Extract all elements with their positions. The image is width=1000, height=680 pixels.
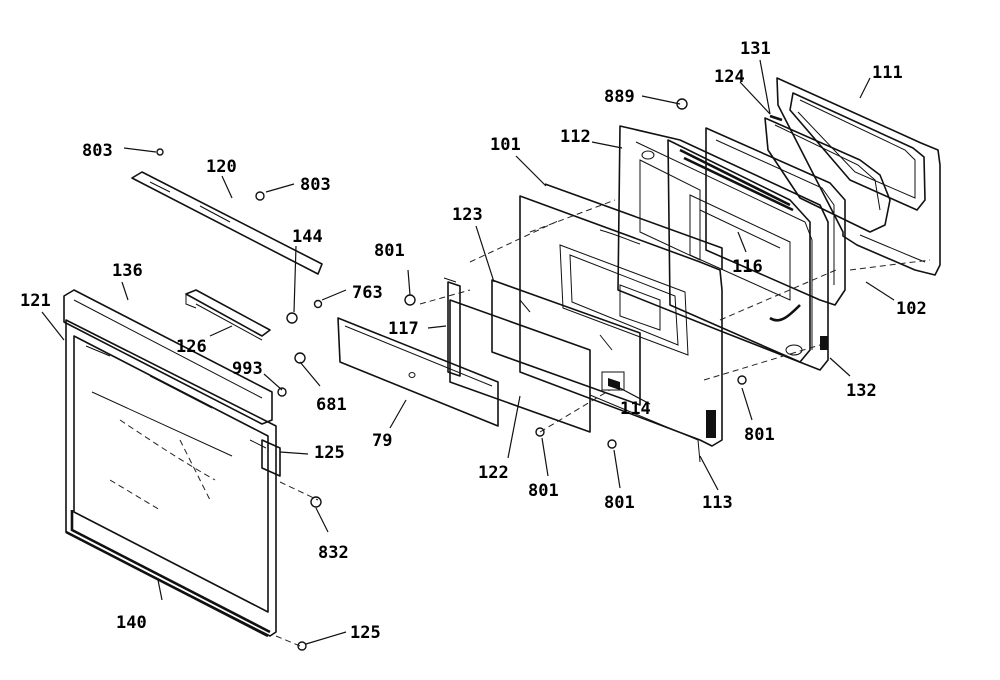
part-111-rear-panel bbox=[776, 77, 941, 276]
label-144: 144 bbox=[292, 227, 323, 247]
part-131-insulation bbox=[764, 114, 891, 233]
label-832: 832 bbox=[318, 543, 349, 563]
part-116-window-frame bbox=[667, 139, 828, 363]
label-889: 889 bbox=[604, 87, 635, 107]
part-136-top-trim bbox=[63, 289, 273, 425]
label-117: 117 bbox=[388, 319, 419, 339]
fasteners bbox=[156, 98, 747, 651]
label-763: 763 bbox=[352, 283, 383, 303]
label-803-top: 803 bbox=[82, 141, 113, 161]
label-125-upper: 125 bbox=[314, 443, 345, 463]
part-labels: 803 120 803 144 136 121 126 763 993 801 … bbox=[20, 39, 927, 643]
label-116: 116 bbox=[732, 257, 763, 277]
label-101: 101 bbox=[490, 135, 521, 155]
label-102: 102 bbox=[896, 299, 927, 319]
label-136: 136 bbox=[112, 261, 143, 281]
part-79-handle-panel bbox=[337, 317, 499, 427]
alignment-lines bbox=[275, 199, 931, 647]
label-111: 111 bbox=[872, 63, 903, 83]
label-801-c: 801 bbox=[744, 425, 775, 445]
label-140: 140 bbox=[116, 613, 147, 633]
label-801-a: 801 bbox=[374, 241, 405, 261]
part-126-bracket bbox=[185, 289, 271, 341]
part-101-door-frame bbox=[519, 183, 723, 447]
label-132: 132 bbox=[846, 381, 877, 401]
label-681: 681 bbox=[316, 395, 347, 415]
part-117-bracket bbox=[443, 277, 461, 377]
label-801-b: 801 bbox=[528, 481, 559, 501]
label-120: 120 bbox=[206, 157, 237, 177]
label-131: 131 bbox=[740, 39, 771, 59]
label-803-mid: 803 bbox=[300, 175, 331, 195]
label-122: 122 bbox=[478, 463, 509, 483]
part-113-outer-glass bbox=[589, 394, 701, 463]
part-122-glass-panel bbox=[449, 299, 591, 433]
label-114: 114 bbox=[620, 399, 651, 419]
leader-lines bbox=[41, 59, 895, 645]
label-124: 124 bbox=[714, 67, 745, 87]
part-124-frame bbox=[705, 127, 846, 306]
label-112: 112 bbox=[560, 127, 591, 147]
label-126: 126 bbox=[176, 337, 207, 357]
part-123-glass-panel bbox=[491, 279, 641, 406]
label-121: 121 bbox=[20, 291, 51, 311]
label-125-lower: 125 bbox=[350, 623, 381, 643]
part-120-trim-strip bbox=[131, 171, 323, 275]
label-123: 123 bbox=[452, 205, 483, 225]
part-121-outer-door bbox=[65, 319, 277, 638]
label-801-d: 801 bbox=[604, 493, 635, 513]
part-125-bracket bbox=[261, 439, 281, 477]
label-79: 79 bbox=[372, 431, 392, 451]
label-993: 993 bbox=[232, 359, 263, 379]
label-113: 113 bbox=[702, 493, 733, 513]
